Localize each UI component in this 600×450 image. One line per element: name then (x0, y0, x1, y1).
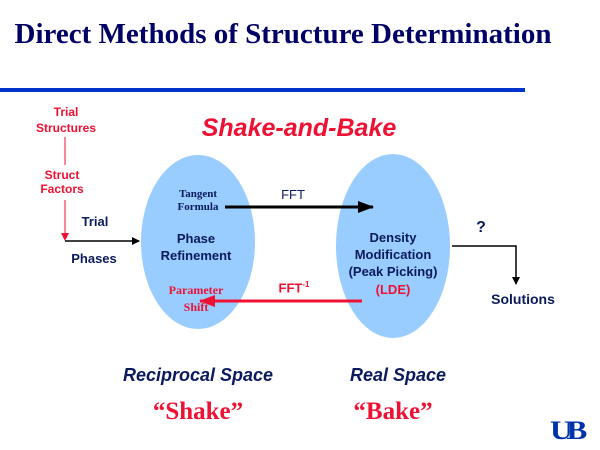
lde-label: (LDE) (375, 282, 411, 297)
fft-inverse-label: FFT-1 (279, 280, 310, 295)
real-space-label: Real Space (349, 365, 447, 385)
page-title: Direct Methods of Structure Determinatio… (14, 18, 552, 50)
fft-label: FFT (281, 187, 305, 202)
tangent-formula-label: Tangent Formula (177, 188, 219, 213)
solutions-label: Solutions (491, 291, 555, 307)
ub-logo: UB (550, 416, 587, 445)
phases-label: Phases (71, 251, 117, 266)
fft-inverse-base: FFT (278, 280, 303, 296)
fft-inverse-sup: -1 (302, 280, 310, 289)
phase-refinement-label: Phase Refinement (160, 231, 232, 263)
shake-label: “Shake” (152, 398, 244, 425)
subtitle: Shake-and-Bake (201, 114, 397, 142)
struct-factors-label: Struct Factors (40, 168, 84, 196)
reciprocal-space-label: Reciprocal Space (122, 365, 274, 385)
density-modification-label: Density Modification (354, 230, 432, 262)
trial-label: Trial (81, 214, 109, 229)
title-rule (0, 88, 525, 92)
bake-label: “Bake” (353, 398, 433, 425)
peak-picking-label: (Peak Picking) (348, 264, 438, 279)
parameter-shift-label: Parameter Shift (168, 283, 224, 314)
question-mark: ? (476, 219, 486, 236)
solutions-arrow (452, 245, 520, 285)
reciprocal-space-ellipse (141, 155, 255, 329)
real-space-ellipse (336, 154, 450, 338)
trial-structures-label: Trial Structures (35, 105, 97, 135)
